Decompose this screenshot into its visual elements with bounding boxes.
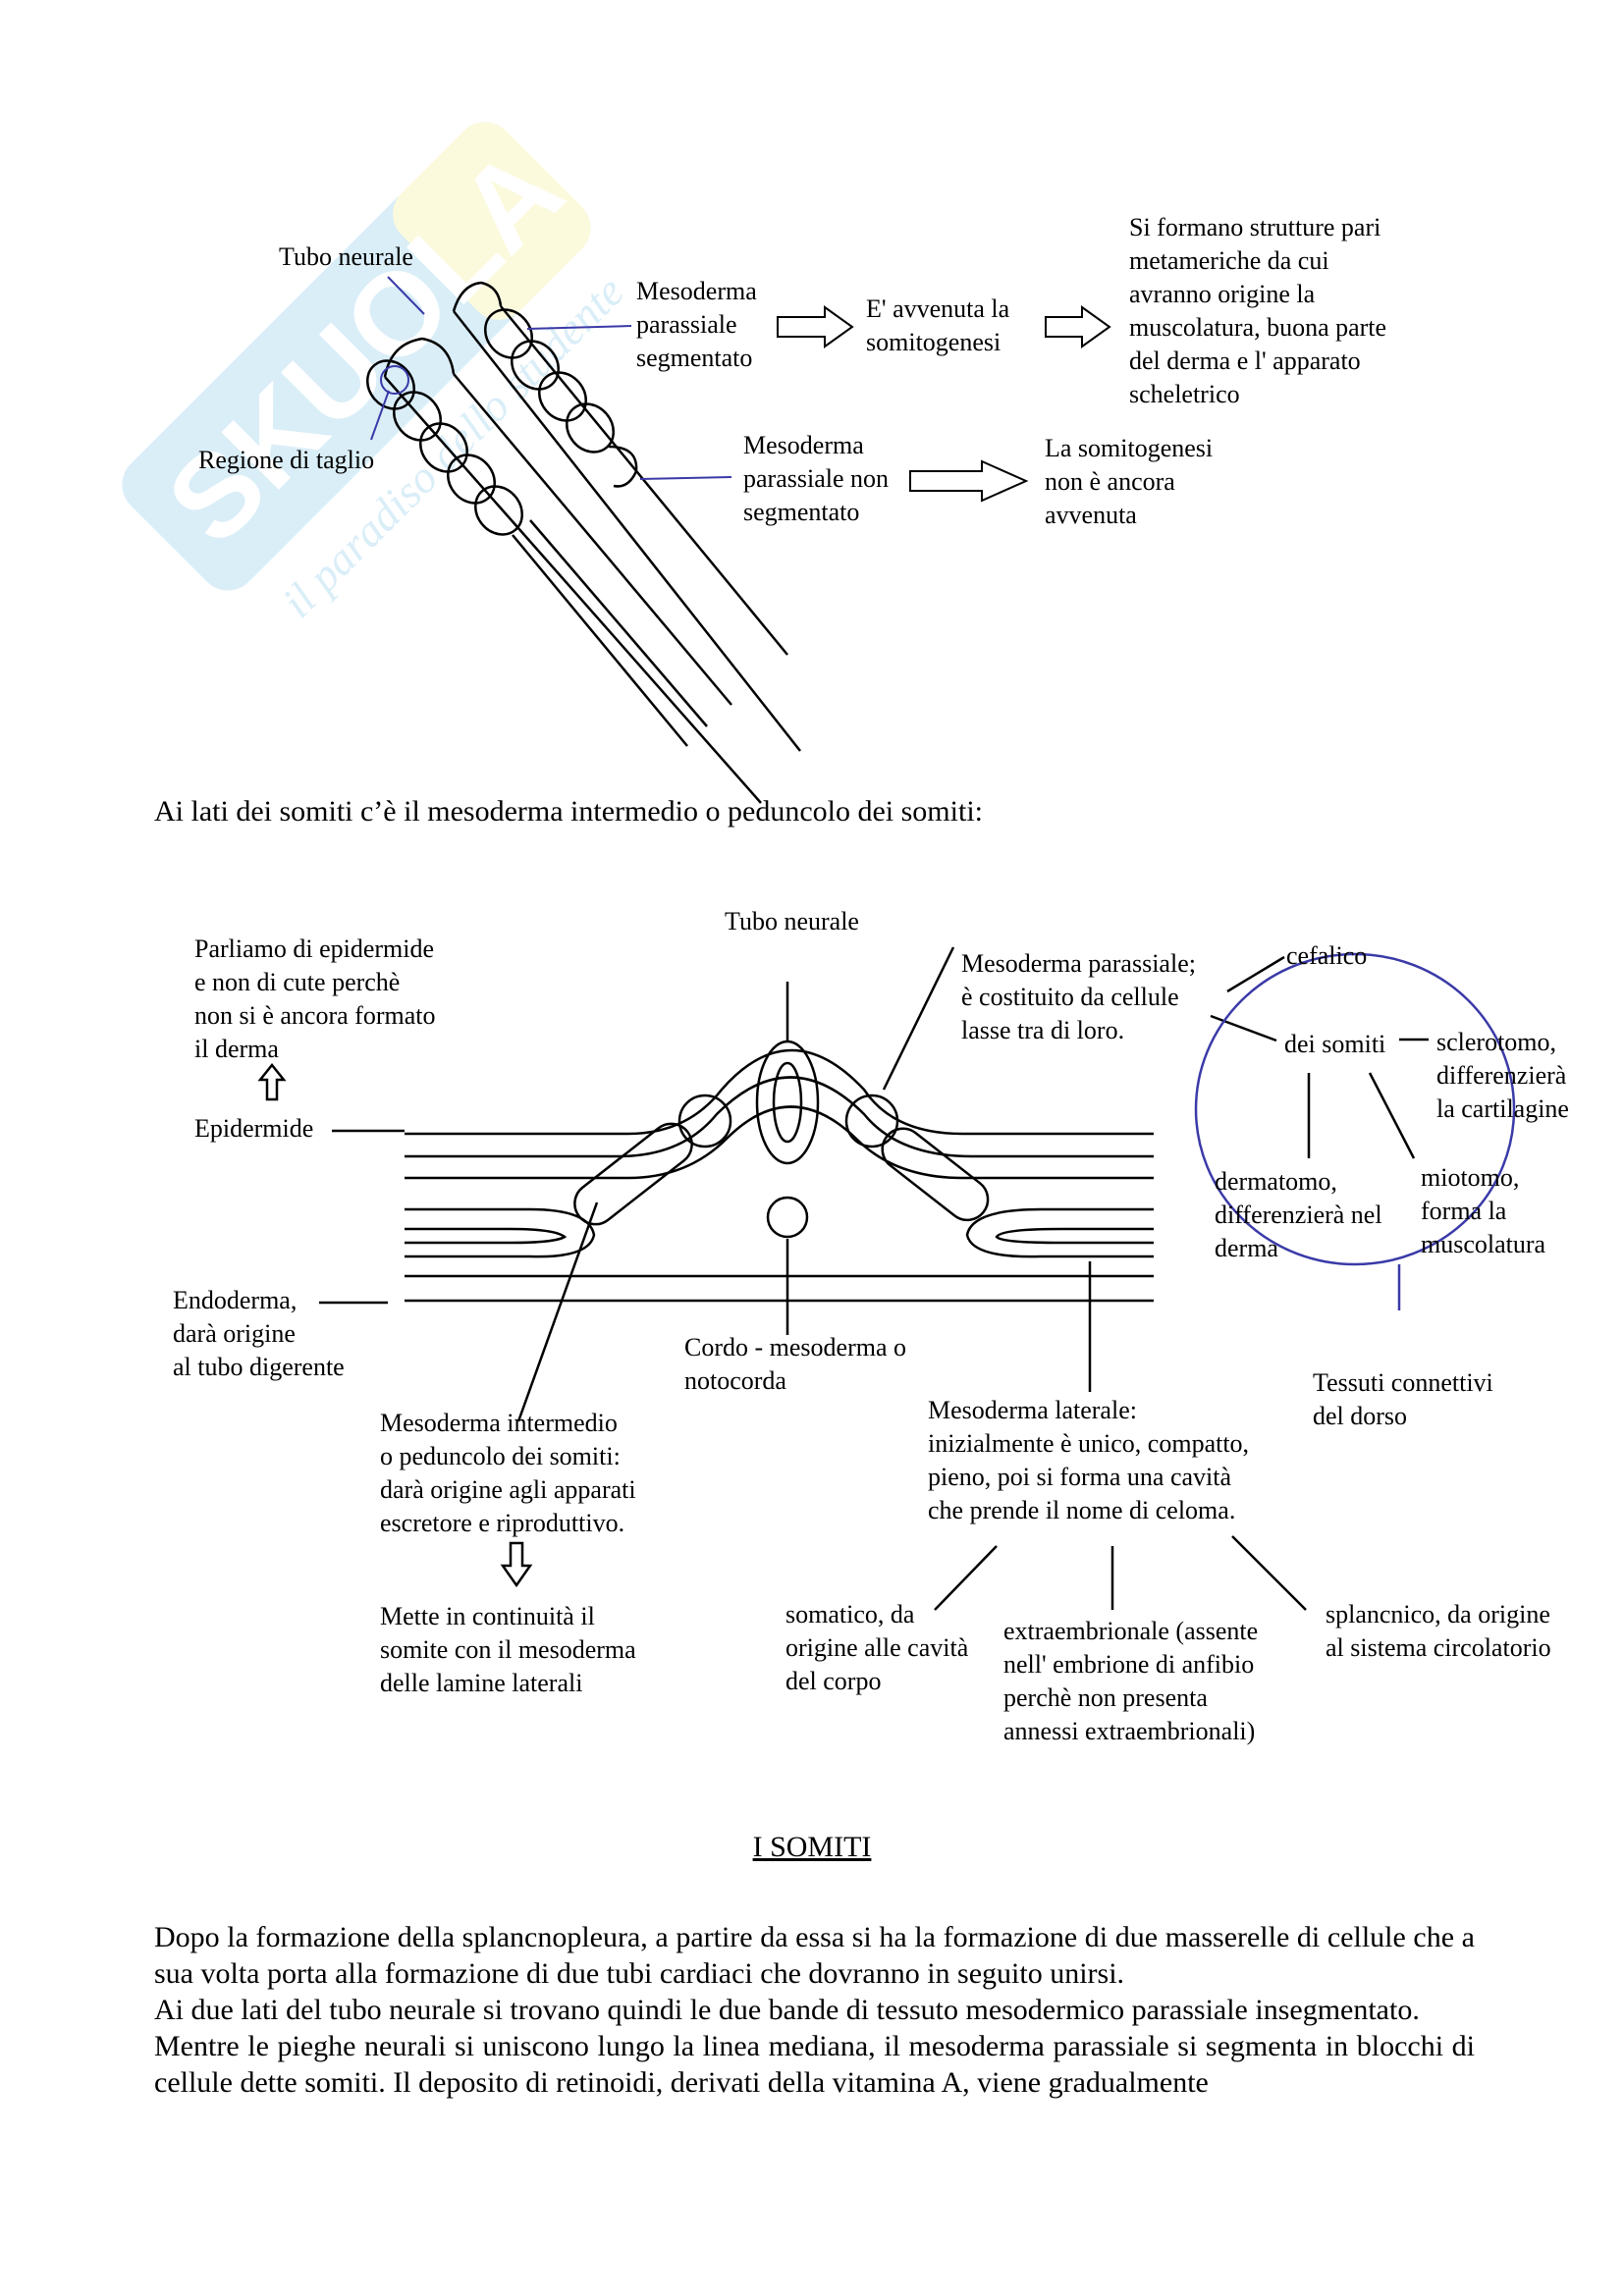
label-somitogenesi-avvenuta: E' avvenuta la somitogenesi: [866, 294, 1010, 356]
label-somitogenesi-non-avvenuta: La somitogenesi non è ancora avvenuta: [1045, 434, 1214, 529]
cross-section-diagram-drawing: [257, 946, 1516, 1611]
label-mette-continuita: Mette in continuità il somite con il mes…: [380, 1602, 636, 1697]
label-endoderma: Endoderma, darà origine al tubo digerent…: [173, 1286, 345, 1381]
body-paragraphs: Dopo la formazione della splancnopleura,…: [154, 1919, 1475, 2101]
label-tubo-neurale-1: Tubo neurale: [279, 242, 413, 271]
label-cordo-notocorda: Cordo - mesoderma o notocorda: [684, 1333, 907, 1395]
label-splancnico: splancnico, da origine al sistema circol…: [1326, 1600, 1551, 1662]
label-somatico: somatico, da origine alle cavità del cor…: [785, 1600, 969, 1695]
label-mesoderma-parassiale: Mesoderma parassiale; è costituito da ce…: [961, 949, 1196, 1044]
paragraph: Dopo la formazione della splancnopleura,…: [154, 1921, 1475, 1990]
label-regione-taglio: Regione di taglio: [198, 446, 375, 474]
neural-tube-diagram-drawing: [366, 276, 1111, 804]
label-cefalico: cefalico: [1286, 941, 1368, 970]
label-mesoderma-segmentato: Mesoderma parassiale segmentato: [636, 277, 757, 372]
paragraph: Mentre le pieghe neurali si uniscono lun…: [154, 2030, 1475, 2099]
label-epidermide-note: Parliamo di epidermide e non di cute per…: [194, 934, 436, 1063]
intro-sentence: Ai lati dei somiti c’è il mesoderma inte…: [154, 795, 983, 828]
label-mesoderma-laterale: Mesoderma laterale: inizialmente è unico…: [928, 1396, 1250, 1524]
section-title: I SOMITI: [752, 1831, 872, 1863]
label-epidermide: Epidermide: [194, 1114, 314, 1143]
label-dei-somiti: dei somiti: [1284, 1030, 1386, 1058]
label-strutture-metameriche: Si formano strutture pari metameriche da…: [1129, 213, 1387, 408]
label-mesoderma-intermedio: Mesoderma intermedio o peduncolo dei som…: [380, 1409, 636, 1537]
label-tessuti-connettivi: Tessuti connettivi del dorso: [1313, 1368, 1493, 1430]
label-miotomo: miotomo, forma la muscolatura: [1421, 1163, 1546, 1258]
label-mesoderma-non-segmentato: Mesoderma parassiale non segmentato: [743, 431, 890, 526]
paragraph: Ai due lati del tubo neurale si trovano …: [154, 1994, 1420, 2026]
label-dermatomo: dermatomo, differenzierà nel derma: [1215, 1167, 1382, 1262]
label-tubo-neurale-2: Tubo neurale: [725, 907, 859, 935]
label-sclerotomo: sclerotomo, differenzierà la cartilagine: [1436, 1028, 1569, 1123]
label-extraembrionale: extraembrionale (assente nell' embrione …: [1003, 1617, 1259, 1745]
